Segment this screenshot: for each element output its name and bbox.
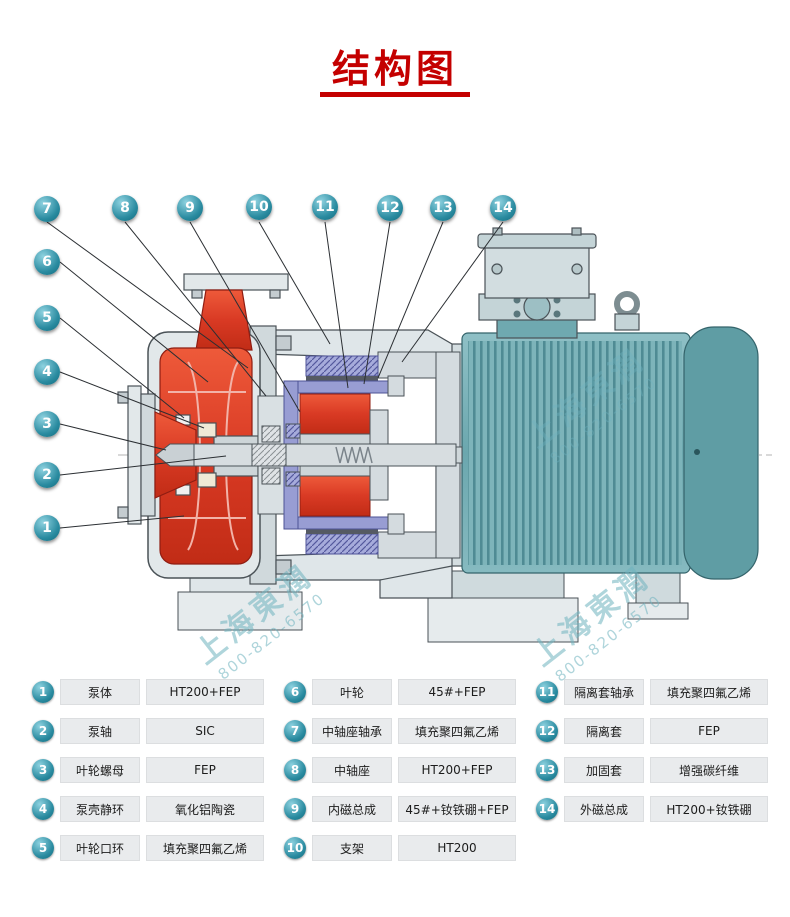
legend-row: 13 加固套 增强碳纤维 [536,757,768,783]
legend-row: 1 泵体 HT200+FEP [32,679,264,705]
part-material: SIC [146,718,264,744]
inner-magnet [299,393,371,435]
discharge-flange [183,273,289,291]
legend-callout: 12 [536,720,558,742]
callout-1: 1 [34,515,60,541]
legend-callout: 14 [536,798,558,820]
part-material: HT200+钕铁硼 [650,796,768,822]
part-material: 增强碳纤维 [650,757,768,783]
legend-callout: 11 [536,681,558,703]
page-title: 结构图 [331,47,458,91]
legend-column-3: 11 隔离套轴承 填充聚四氟乙烯 12 隔离套 FEP 13 加固套 增强碳纤维… [536,679,768,822]
part-material: 45#+钕铁硼+FEP [398,796,516,822]
callout-7: 7 [34,196,60,222]
legend-row: 12 隔离套 FEP [536,718,768,744]
legend-row: 14 外磁总成 HT200+钕铁硼 [536,796,768,822]
callout-14: 14 [490,195,516,221]
callout-2: 2 [34,462,60,488]
legend-callout: 2 [32,720,54,742]
legend-row: 2 泵轴 SIC [32,718,264,744]
casing-static-ring [197,422,217,438]
legend-row: 4 泵壳静环 氧化铝陶瓷 [32,796,264,822]
suction-flange [127,385,142,525]
part-material: 填充聚四氟乙烯 [398,718,516,744]
part-material: HT200 [398,835,516,861]
part-name: 外磁总成 [564,796,644,822]
part-material: 填充聚四氟乙烯 [650,679,768,705]
part-material: FEP [146,757,264,783]
parts-legend: 1 泵体 HT200+FEP 2 泵轴 SIC 3 叶轮螺母 FEP 4 泵壳静… [0,679,790,889]
legend-row: 11 隔离套轴承 填充聚四氟乙烯 [536,679,768,705]
callout-11: 11 [312,194,338,220]
callout-9: 9 [177,195,203,221]
motor-end-cap [683,326,759,580]
callout-4: 4 [34,359,60,385]
eye-bolt [614,291,640,331]
callout-13: 13 [430,195,456,221]
part-name: 隔离套轴承 [564,679,644,705]
shaft-spring [335,446,373,464]
legend-callout: 9 [284,798,306,820]
legend-callout: 7 [284,720,306,742]
legend-row: 5 叶轮口环 填充聚四氟乙烯 [32,835,264,861]
motor [435,227,759,580]
shaft-sleeve [251,443,287,467]
callout-10: 10 [246,194,272,220]
part-name: 中轴座轴承 [312,718,392,744]
leader-lines [46,221,504,529]
part-name: 中轴座 [312,757,392,783]
callout-12: 12 [377,195,403,221]
part-material: FEP [650,718,768,744]
part-material: 填充聚四氟乙烯 [146,835,264,861]
legend-callout: 10 [284,837,306,859]
base-feet [177,570,689,643]
legend-row: 7 中轴座轴承 填充聚四氟乙烯 [284,718,516,744]
legend-row: 6 叶轮 45#+FEP [284,679,516,705]
part-name: 支架 [312,835,392,861]
legend-column-1: 1 泵体 HT200+FEP 2 泵轴 SIC 3 叶轮螺母 FEP 4 泵壳静… [32,679,264,861]
legend-row: 3 叶轮螺母 FEP [32,757,264,783]
part-material: HT200+FEP [146,679,264,705]
legend-callout: 1 [32,681,54,703]
legend-callout: 8 [284,759,306,781]
callout-8: 8 [112,195,138,221]
callout-3: 3 [34,411,60,437]
legend-callout: 3 [32,759,54,781]
reinforcement-sleeve [306,376,378,381]
legend-callout: 5 [32,837,54,859]
part-name: 加固套 [564,757,644,783]
shell-bearing [285,423,301,439]
callout-5: 5 [34,305,60,331]
legend-callout: 13 [536,759,558,781]
legend-callout: 4 [32,798,54,820]
part-material: HT200+FEP [398,757,516,783]
legend-callout: 6 [284,681,306,703]
callout-6: 6 [34,249,60,275]
part-name: 隔离套 [564,718,644,744]
part-name: 泵壳静环 [60,796,140,822]
part-name: 叶轮螺母 [60,757,140,783]
containment-shell [295,380,391,394]
terminal-box [477,227,597,339]
motor-fins [468,341,682,565]
legend-row: 8 中轴座 HT200+FEP [284,757,516,783]
legend-row: 9 内磁总成 45#+钕铁硼+FEP [284,796,516,822]
part-name: 叶轮口环 [60,835,140,861]
part-name: 叶轮 [312,679,392,705]
housing-bearing [261,425,281,443]
part-name: 泵体 [60,679,140,705]
legend-row: 10 支架 HT200 [284,835,516,861]
pump-shaft [193,443,457,467]
title-underline [320,92,470,97]
part-material: 氧化铝陶瓷 [146,796,264,822]
part-material: 45#+FEP [398,679,516,705]
legend-column-2: 6 叶轮 45#+FEP 7 中轴座轴承 填充聚四氟乙烯 8 中轴座 HT200… [284,679,516,861]
part-name: 内磁总成 [312,796,392,822]
part-name: 泵轴 [60,718,140,744]
shaft-assembly [155,443,463,467]
